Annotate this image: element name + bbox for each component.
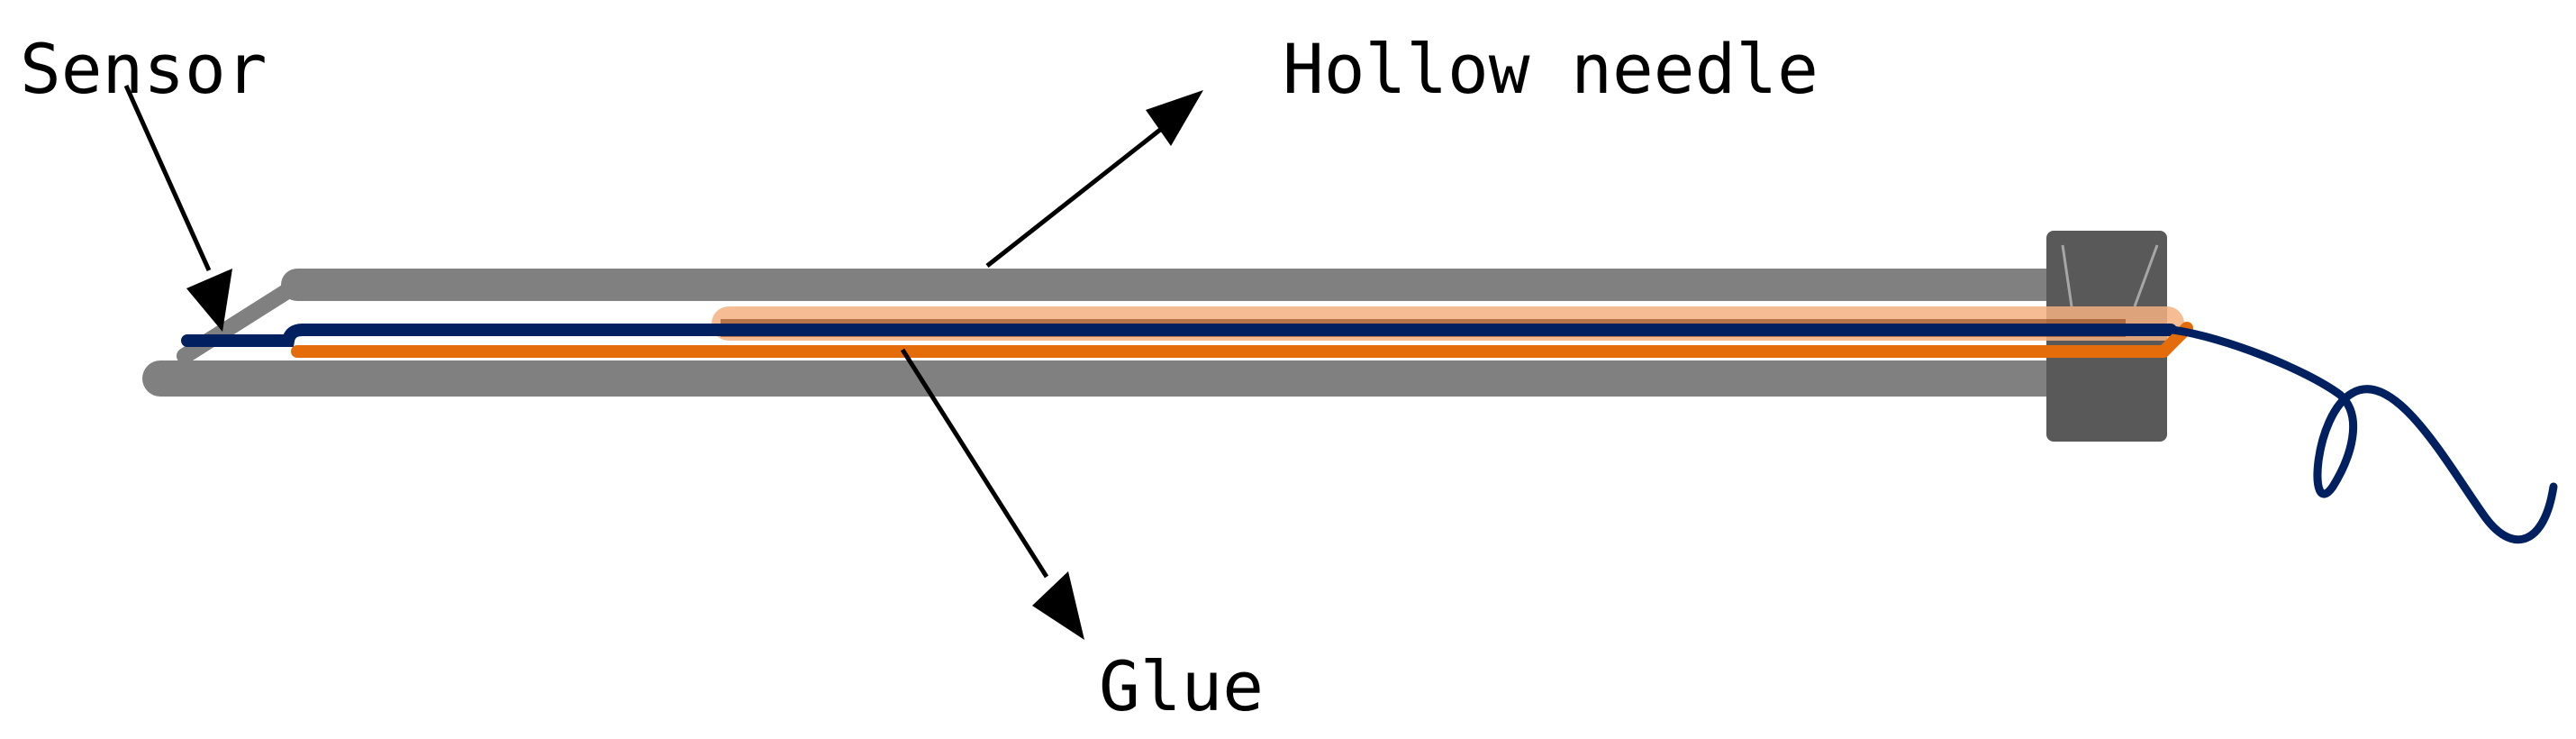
glue-arrow-icon [1032,571,1084,640]
glue-arrow-line [900,348,1049,579]
orange-wire [291,322,2193,358]
needle-arrow-line [985,128,1162,268]
hollow-needle-label: Hollow needle [1283,29,1819,109]
glue-label: Glue [1099,646,1264,726]
needle-arrow-icon [1146,90,1203,146]
trailing-wire [2168,325,2558,544]
hub-highlight-2 [2061,244,2073,307]
sensor-arrow-icon [186,269,232,332]
hub-highlight [2133,244,2159,307]
sensor-arrow-line [123,84,212,272]
sensor-label: Sensor [20,29,268,109]
sensor-wire [181,324,2177,347]
